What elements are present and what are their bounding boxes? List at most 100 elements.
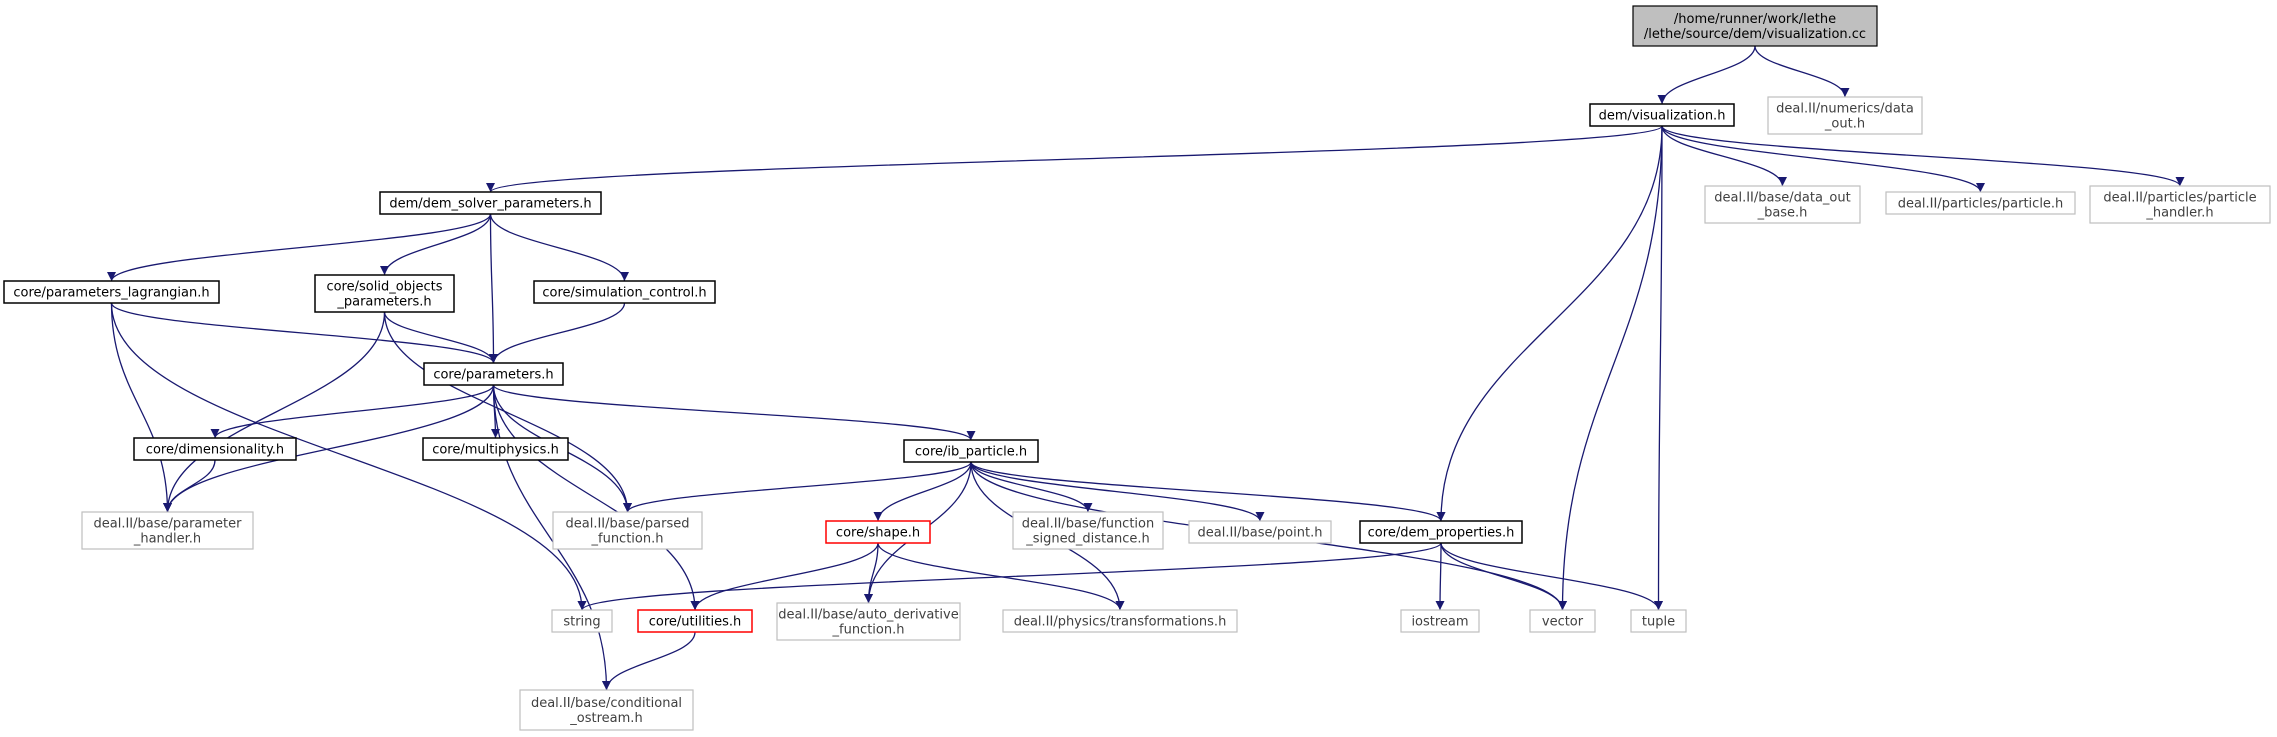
edge-dimensionality-to-parameter_handler bbox=[163, 459, 216, 513]
node-particles_handler[interactable]: deal.II/particles/particle_handler.h bbox=[2089, 185, 2271, 224]
node-solid_objects_parameters[interactable]: core/solid_objects_parameters.h bbox=[314, 274, 455, 313]
edge-dem_properties-to-vector bbox=[1440, 542, 1567, 611]
edge-dem_solver_parameters-to-parameters_lagrangian bbox=[107, 213, 492, 282]
node-box[interactable] bbox=[519, 689, 694, 731]
node-label: core/utilities.h bbox=[649, 615, 742, 630]
node-label: core/simulation_control.h bbox=[542, 286, 706, 301]
node-label: deal.II/particles/particle.h bbox=[1898, 197, 2064, 212]
node-box[interactable] bbox=[314, 274, 455, 313]
node-utilities[interactable]: core/utilities.h bbox=[637, 609, 753, 633]
node-label: deal.II/base/conditional bbox=[531, 696, 682, 711]
node-auto_derivative_function[interactable]: deal.II/base/auto_derivative_function.h bbox=[776, 602, 961, 641]
node-vector[interactable]: vector bbox=[1529, 609, 1596, 633]
node-core_parameters[interactable]: core/parameters.h bbox=[423, 362, 564, 386]
node-particles_particle[interactable]: deal.II/particles/particle.h bbox=[1885, 191, 2076, 215]
nodes-layer: /home/runner/work/lethe/lethe/source/dem… bbox=[3, 5, 2271, 731]
node-multiphysics[interactable]: core/multiphysics.h bbox=[422, 437, 569, 461]
edge-dem_properties-to-string bbox=[577, 542, 1442, 611]
node-shape[interactable]: core/shape.h bbox=[825, 520, 931, 544]
edge-solid_objects_parameters-to-parameter_handler bbox=[163, 311, 386, 513]
node-parameter_handler[interactable]: deal.II/base/parameter_handler.h bbox=[81, 511, 254, 550]
node-box[interactable] bbox=[3, 280, 220, 304]
node-iostream[interactable]: iostream bbox=[1400, 609, 1480, 633]
node-dem_visualization[interactable]: dem/visualization.h bbox=[1589, 103, 1735, 127]
node-box[interactable] bbox=[81, 511, 254, 550]
node-root[interactable]: /home/runner/work/lethe/lethe/source/dem… bbox=[1632, 5, 1878, 47]
node-label: deal.II/numerics/data bbox=[1776, 102, 1914, 117]
node-box[interactable] bbox=[1359, 520, 1523, 544]
node-box[interactable] bbox=[422, 437, 569, 461]
node-label: dem/dem_solver_parameters.h bbox=[389, 197, 591, 212]
node-box[interactable] bbox=[379, 191, 602, 215]
node-box[interactable] bbox=[1400, 609, 1480, 633]
edge-dem_visualization-to-vector bbox=[1558, 125, 1663, 611]
edge-ib_particle-to-shape bbox=[873, 461, 972, 522]
node-ib_particle[interactable]: core/ib_particle.h bbox=[903, 439, 1039, 463]
edge-shape-to-utilities bbox=[690, 542, 879, 611]
edge-shape-to-auto_derivative_function bbox=[864, 542, 879, 604]
edge-parameters_lagrangian-to-string bbox=[110, 302, 587, 611]
node-label: _signed_distance.h bbox=[1025, 532, 1150, 547]
edge-root-to-numerics_data_out bbox=[1754, 45, 1850, 98]
node-label: core/dimensionality.h bbox=[146, 443, 284, 458]
node-box[interactable] bbox=[1589, 103, 1735, 127]
edge-utilities-to-conditional_ostream bbox=[602, 631, 696, 691]
node-base_point[interactable]: deal.II/base/point.h bbox=[1188, 520, 1332, 544]
node-dem_solver_parameters[interactable]: dem/dem_solver_parameters.h bbox=[379, 191, 602, 215]
node-box[interactable] bbox=[551, 609, 613, 633]
node-box[interactable] bbox=[133, 437, 297, 461]
edge-dem_visualization-to-data_out_base bbox=[1661, 125, 1787, 187]
node-label: core/shape.h bbox=[836, 526, 920, 541]
edge-core_parameters-to-conditional_ostream bbox=[492, 384, 611, 691]
edge-dem_visualization-to-tuple bbox=[1654, 125, 1664, 611]
edge-dem_solver_parameters-to-simulation_control bbox=[489, 213, 629, 282]
node-box[interactable] bbox=[637, 609, 753, 633]
node-box[interactable] bbox=[1012, 511, 1164, 550]
node-label: _function.h bbox=[832, 623, 905, 638]
node-box[interactable] bbox=[1002, 609, 1238, 633]
edge-dem_properties-to-iostream bbox=[1435, 542, 1445, 611]
node-dimensionality[interactable]: core/dimensionality.h bbox=[133, 437, 297, 461]
node-conditional_ostream[interactable]: deal.II/base/conditional_ostream.h bbox=[519, 689, 694, 731]
node-parameters_lagrangian[interactable]: core/parameters_lagrangian.h bbox=[3, 280, 220, 304]
node-label: deal.II/base/auto_derivative bbox=[778, 608, 958, 623]
node-string[interactable]: string bbox=[551, 609, 613, 633]
node-simulation_control[interactable]: core/simulation_control.h bbox=[533, 280, 716, 304]
node-box[interactable] bbox=[1885, 191, 2076, 215]
node-label: core/parameters.h bbox=[433, 368, 553, 383]
node-box[interactable] bbox=[423, 362, 564, 386]
node-box[interactable] bbox=[1632, 5, 1878, 47]
node-box[interactable] bbox=[776, 602, 961, 641]
edge-dem_visualization-to-dem_solver_parameters bbox=[486, 125, 1663, 193]
node-data_out_base[interactable]: deal.II/base/data_out_base.h bbox=[1704, 185, 1861, 224]
node-box[interactable] bbox=[1767, 96, 1923, 135]
edge-ib_particle-to-function_signed_distance bbox=[970, 461, 1093, 513]
node-tuple[interactable]: tuple bbox=[1630, 609, 1687, 633]
edge-core_parameters-to-ib_particle bbox=[492, 384, 976, 441]
node-label: _parameters.h bbox=[336, 295, 431, 310]
edge-core_parameters-to-utilities bbox=[492, 384, 700, 611]
node-box[interactable] bbox=[552, 511, 703, 550]
node-label: _handler.h bbox=[2145, 206, 2213, 221]
node-parsed_function[interactable]: deal.II/base/parsed_function.h bbox=[552, 511, 703, 550]
node-box[interactable] bbox=[1188, 520, 1332, 544]
node-label: dem/visualization.h bbox=[1599, 109, 1726, 124]
node-box[interactable] bbox=[825, 520, 931, 544]
node-dem_properties[interactable]: core/dem_properties.h bbox=[1359, 520, 1523, 544]
node-label: _base.h bbox=[1757, 206, 1808, 221]
node-label: deal.II/base/point.h bbox=[1198, 526, 1323, 541]
node-box[interactable] bbox=[533, 280, 716, 304]
node-box[interactable] bbox=[1529, 609, 1596, 633]
edge-dem_visualization-to-dem_properties bbox=[1436, 125, 1663, 522]
node-label: deal.II/particles/particle bbox=[2103, 191, 2256, 206]
node-transformations[interactable]: deal.II/physics/transformations.h bbox=[1002, 609, 1238, 633]
node-box[interactable] bbox=[1630, 609, 1687, 633]
node-label: _handler.h bbox=[133, 532, 201, 547]
node-numerics_data_out[interactable]: deal.II/numerics/data_out.h bbox=[1767, 96, 1923, 135]
node-box[interactable] bbox=[2089, 185, 2271, 224]
node-function_signed_distance[interactable]: deal.II/base/function_signed_distance.h bbox=[1012, 511, 1164, 550]
node-label: string bbox=[563, 615, 600, 630]
node-label: core/ib_particle.h bbox=[915, 445, 1027, 460]
node-box[interactable] bbox=[903, 439, 1039, 463]
node-box[interactable] bbox=[1704, 185, 1861, 224]
